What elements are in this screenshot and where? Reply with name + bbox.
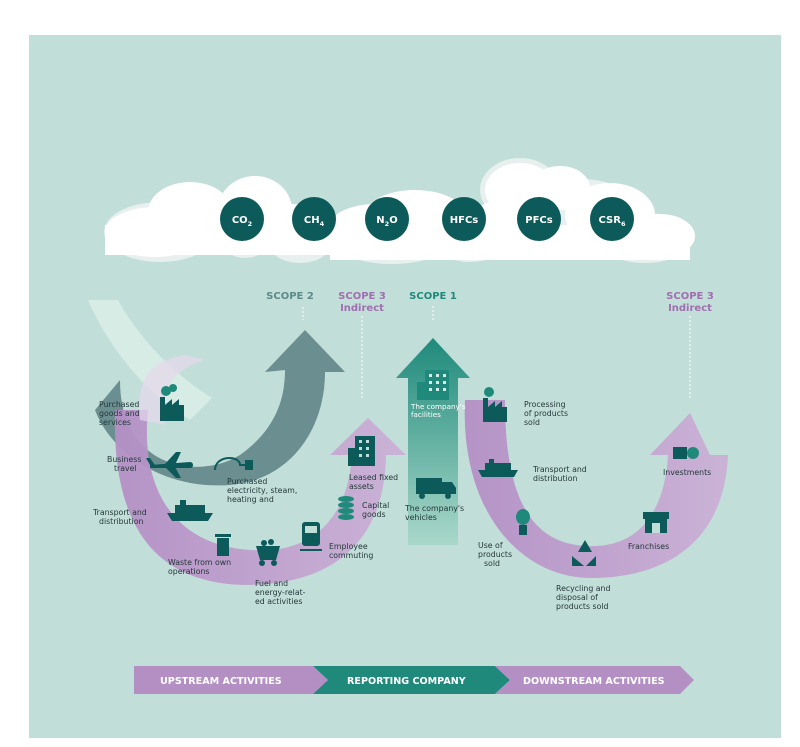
upstream-bar-segment [134, 666, 328, 694]
label-business-travel: Business travel [107, 455, 144, 473]
trash-icon [215, 534, 231, 556]
scope2-label: SCOPE 2 [266, 291, 314, 302]
label-purchased-goods: Purchased goods and services [99, 400, 142, 427]
scope3-right-label: SCOPE 3 [666, 291, 714, 302]
downstream-purple-arrow [464, 400, 728, 579]
gas-ch4 [292, 197, 336, 241]
label-capital-goods: Capital goods [362, 501, 392, 519]
coins-icon [338, 496, 354, 520]
store-icon [643, 512, 669, 533]
building-icon [348, 436, 375, 466]
gas-pfcs [517, 197, 561, 241]
label-employee-commuting: Employee commuting [329, 542, 373, 560]
recycle-icon [572, 540, 596, 566]
train-icon [300, 522, 322, 551]
downstream-bar-segment [495, 666, 694, 694]
downstream-bar-label: DOWNSTREAM ACTIVITIES [523, 676, 665, 687]
scope3-left-sub: Indirect [340, 303, 384, 314]
gas-n2o [365, 197, 409, 241]
label-leased-assets: Leased fixed assets [349, 473, 401, 491]
lightbulb-icon [516, 509, 530, 535]
label-fuel-energy: Fuel and energy-relat- ed activities [255, 579, 308, 606]
scope-labels: SCOPE 2 SCOPE 3 Indirect SCOPE 1 SCOPE 3… [266, 291, 714, 398]
upstream-bar-label: UPSTREAM ACTIVITIES [160, 676, 282, 687]
scope2-arrow [95, 330, 345, 486]
label-processing: Processing of products sold [524, 400, 571, 427]
gas-csr6 [590, 197, 634, 241]
gas-hfcs [442, 197, 486, 241]
label-investments: Investments [663, 468, 711, 477]
gas-n2o-label: N2O [376, 215, 397, 228]
upstream-purple-arrow [114, 410, 407, 585]
scope3-right-sub: Indirect [668, 303, 712, 314]
truck-icon [416, 478, 456, 499]
label-company-facilities: The company's facilities [410, 402, 468, 419]
label-upstream-transport: Transport and distribution [92, 508, 149, 526]
factory-icon [160, 384, 184, 421]
downstream-ship-icon [478, 459, 518, 477]
label-company-vehicles: The company's vehicles [404, 504, 467, 522]
gas-co2 [220, 197, 264, 241]
gas-csr6-label: CSR6 [599, 215, 626, 228]
investments-icon [673, 447, 699, 459]
label-franchises: Franchises [628, 542, 669, 551]
plug-icon [214, 457, 253, 471]
gas-co2-label: CO2 [232, 215, 252, 228]
gas-circles: CO2 CH4 N2O HFCs PFCs CSR6 [220, 197, 634, 241]
gas-ch4-label: CH4 [304, 215, 325, 228]
ship-icon [167, 500, 213, 521]
label-use-of-products: Use of products sold [478, 541, 515, 568]
label-waste: Waste from own operations [168, 558, 234, 576]
airplane-icon [146, 452, 193, 478]
label-downstream-transport: Transport and distribution [532, 465, 589, 483]
label-purchased-electricity: Purchased electricity, steam, heating an… [227, 477, 300, 504]
scope3-left-label: SCOPE 3 [338, 291, 386, 302]
gas-pfcs-label: PFCs [525, 215, 552, 226]
upstream-light-arc [88, 300, 212, 420]
scope1-label: SCOPE 1 [409, 291, 457, 302]
reporting-bar-label: REPORTING COMPANY [347, 676, 467, 687]
activities-bar: UPSTREAM ACTIVITIES REPORTING COMPANY DO… [134, 666, 694, 694]
reporting-bar-segment [313, 666, 510, 694]
mining-cart-icon [256, 539, 280, 566]
label-recycling: Recycling and disposal of products sold [556, 584, 613, 611]
processing-factory-icon [483, 387, 507, 422]
company-building-icon [417, 370, 449, 400]
gas-hfcs-label: HFCs [450, 215, 479, 226]
